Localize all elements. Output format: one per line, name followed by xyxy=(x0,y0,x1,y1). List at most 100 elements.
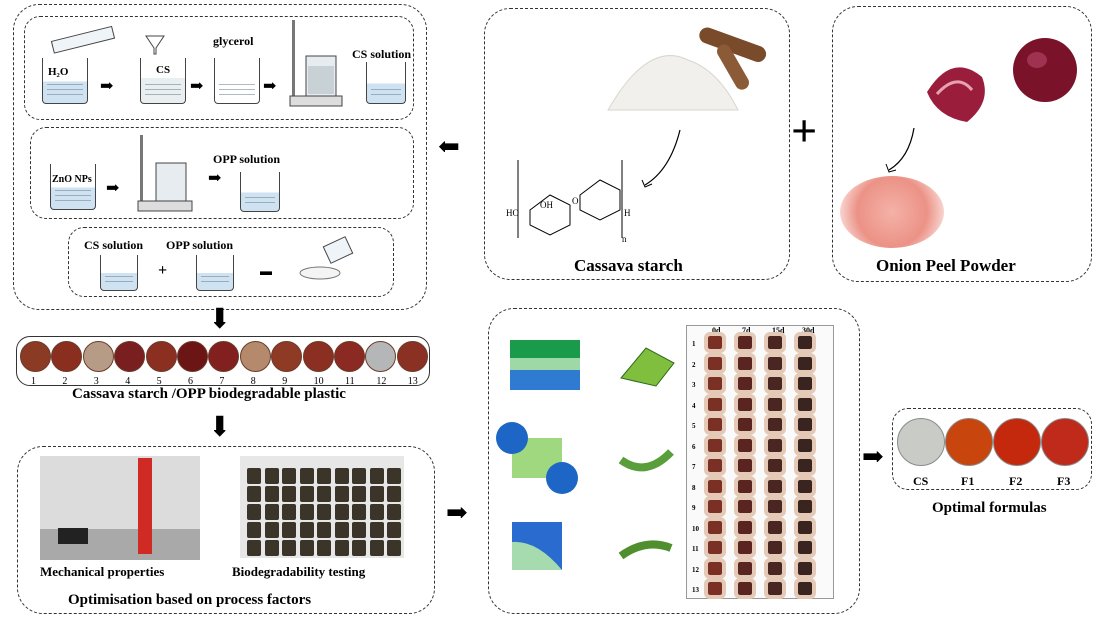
biodegradability-label: Biodegradability testing xyxy=(232,564,366,579)
table-cell xyxy=(764,496,786,517)
plastic-disc-number: 12 xyxy=(376,376,387,387)
table-cell xyxy=(734,557,756,579)
table-cell xyxy=(704,475,726,497)
table-cell xyxy=(704,414,726,435)
table-cell xyxy=(734,496,756,517)
curved-arrow-icon xyxy=(641,129,681,188)
table-cell xyxy=(794,352,816,374)
onion-powder-image xyxy=(840,176,944,248)
soil-cell xyxy=(299,486,314,502)
table-row-label: 2 xyxy=(692,360,696,369)
soil-cell xyxy=(264,486,279,502)
table-cell xyxy=(704,352,726,374)
soil-cell xyxy=(317,504,331,520)
onion-title: Onion Peel Powder xyxy=(876,256,1016,275)
optimisation-panel xyxy=(17,446,435,614)
table-cell xyxy=(764,578,786,599)
soil-cell xyxy=(369,468,384,484)
soil-cell xyxy=(247,486,261,502)
cs-solution-beaker xyxy=(366,62,406,104)
table-cell xyxy=(794,393,816,415)
plastic-disc-number: 5 xyxy=(156,376,162,387)
surface-plot-2 xyxy=(618,449,674,472)
zno-beaker xyxy=(50,164,96,210)
table-cell xyxy=(704,455,726,476)
plastic-disc xyxy=(302,341,334,372)
soil-cell xyxy=(352,540,366,556)
cs-solution-label: CS solution xyxy=(352,47,412,61)
table-cell xyxy=(734,373,756,394)
soil-cell xyxy=(369,540,384,556)
table-cell xyxy=(704,578,726,599)
plastic-disc-number: 10 xyxy=(313,376,324,387)
table-cell xyxy=(794,414,816,435)
table-cell xyxy=(734,434,756,456)
arrow-left-big: ⬅ xyxy=(438,132,460,161)
soil-cell xyxy=(299,468,314,484)
soil-cell xyxy=(369,504,384,520)
table-cell xyxy=(794,516,816,538)
table-cell xyxy=(764,434,786,456)
arrow-right-2: ➡ xyxy=(862,442,884,471)
table-cell xyxy=(734,475,756,497)
optimal-title: Optimal formulas xyxy=(932,500,1047,516)
arrow-6: ▬ xyxy=(260,264,272,278)
soil-cell xyxy=(334,522,349,538)
optimal-panel xyxy=(892,408,1092,490)
plastic-disc-number: 4 xyxy=(125,376,131,387)
cassava-panel xyxy=(484,8,790,280)
soil-cell xyxy=(282,504,296,520)
soil-cell xyxy=(334,486,349,502)
mix-cs-beaker xyxy=(100,255,138,291)
table-cell xyxy=(764,537,786,558)
optimal-disc-label: CS xyxy=(913,474,929,488)
soil-cell xyxy=(247,540,261,556)
table-row-label: 3 xyxy=(692,381,696,389)
table-cell xyxy=(734,414,756,435)
table-row-label: 1 xyxy=(692,340,696,348)
table-cell xyxy=(794,537,816,558)
soil-cell xyxy=(387,504,401,520)
ho-label: HO xyxy=(506,208,519,218)
onion-icon xyxy=(927,38,1077,122)
table-cell xyxy=(734,352,756,374)
h2o-beaker xyxy=(42,58,88,104)
table-cell xyxy=(794,455,816,476)
optimal-disc xyxy=(1041,418,1089,466)
soil-cell xyxy=(352,486,366,502)
soil-cell xyxy=(299,540,314,556)
plastic-disc-number: 6 xyxy=(188,376,193,387)
soil-cell xyxy=(264,522,279,538)
table-cell xyxy=(794,475,816,497)
table-cell xyxy=(764,475,786,497)
arrow-1: ➡ xyxy=(100,78,114,95)
table-cell xyxy=(794,578,816,599)
plastic-disc xyxy=(114,341,146,372)
arrow-4: ➡ xyxy=(106,180,120,197)
table-cell xyxy=(794,496,816,517)
table-row-label: 7 xyxy=(692,463,696,471)
soil-cell xyxy=(247,504,261,520)
table-row-label: 13 xyxy=(692,586,699,594)
soil-cell xyxy=(334,504,349,520)
table-cell xyxy=(704,332,726,353)
plastic-disc xyxy=(239,341,271,372)
soil-cell xyxy=(247,522,261,538)
cs-beaker xyxy=(140,58,186,104)
opp-solution-beaker xyxy=(240,172,280,212)
table-row-label: 5 xyxy=(692,422,696,430)
arrow-5: ➡ xyxy=(208,170,222,187)
soil-cell xyxy=(317,522,331,538)
preparation-panel xyxy=(13,4,427,310)
plastic-disc-number: 13 xyxy=(407,376,418,387)
plastic-disc xyxy=(396,341,428,372)
soil-cell xyxy=(247,468,261,484)
table-cell xyxy=(734,393,756,415)
plastic-title: Cassava starch /OPP biodegradable plasti… xyxy=(72,386,346,402)
table-cell xyxy=(704,496,726,517)
table-cell xyxy=(734,578,756,599)
table-cell xyxy=(764,373,786,394)
surface-plot-1 xyxy=(620,347,675,387)
table-cell xyxy=(704,516,726,538)
mechanical-label: Mechanical properties xyxy=(40,564,165,579)
